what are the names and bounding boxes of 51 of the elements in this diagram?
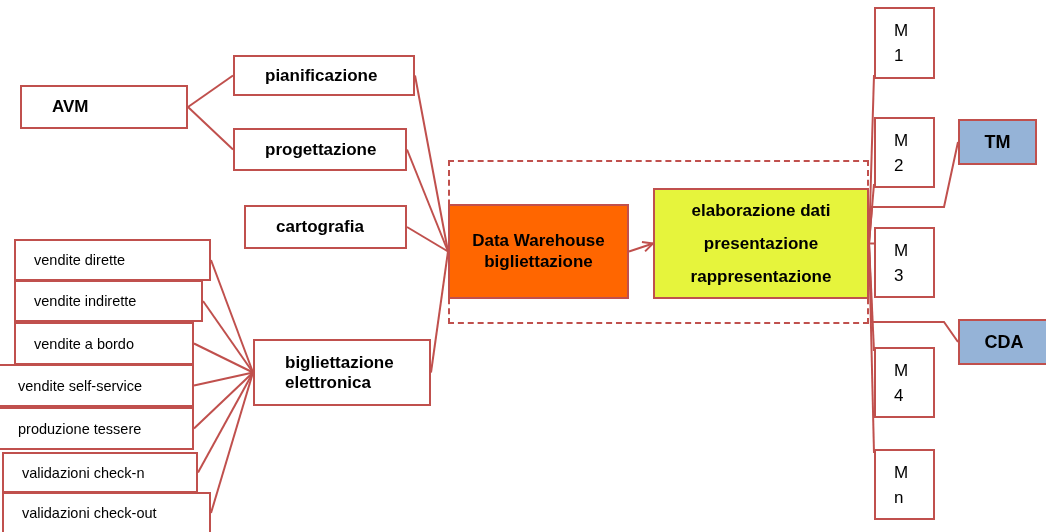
arrow xyxy=(628,240,654,253)
module-box xyxy=(874,117,935,188)
module-box xyxy=(874,7,935,79)
module-box xyxy=(874,449,935,520)
source-box xyxy=(0,364,194,407)
node-label: CDA xyxy=(984,331,1024,353)
node-label: progettazione xyxy=(265,139,377,160)
node-label: vendite self-service xyxy=(18,377,143,394)
node-label: validazioni check-n xyxy=(22,464,145,481)
node-label: vendite a bordo xyxy=(34,335,134,352)
node-label: AVM xyxy=(52,97,89,117)
node-label: pianificazione xyxy=(265,65,378,86)
node-label: TM xyxy=(984,131,1011,153)
process-box xyxy=(233,55,415,96)
node-label: Data Warehouse bigliettazione xyxy=(471,231,606,272)
node-label: produzione tessere xyxy=(18,420,142,437)
connector-line xyxy=(193,342,254,374)
source-box xyxy=(14,322,194,365)
node-label: elaborazione dati presentazione rappresentazione xyxy=(689,199,833,289)
module-box xyxy=(874,347,935,418)
source-box xyxy=(0,407,194,450)
module-box xyxy=(874,227,935,298)
process-box xyxy=(233,128,407,171)
data-warehouse-box xyxy=(448,204,629,299)
source-box xyxy=(14,239,211,281)
connector-line xyxy=(187,106,234,151)
connector-line xyxy=(193,371,254,387)
source-box xyxy=(2,492,211,532)
process-box xyxy=(253,339,431,406)
process-box xyxy=(20,85,188,129)
node-label: M n xyxy=(894,462,908,509)
source-box xyxy=(14,280,203,322)
connector-line xyxy=(406,226,449,253)
source-box xyxy=(2,452,198,493)
node-label: vendite dirette xyxy=(34,252,126,268)
output-box xyxy=(958,319,1046,365)
connector-line xyxy=(193,371,254,430)
node-label: M 3 xyxy=(894,240,908,287)
dashed-group-box xyxy=(448,160,869,324)
node-label: M 1 xyxy=(894,20,908,67)
connector-line xyxy=(202,300,254,374)
connector-line xyxy=(187,74,234,108)
node-label: bigliettazione elettronica xyxy=(285,352,395,393)
node-label: vendite indirette xyxy=(34,293,137,309)
node-label: M 4 xyxy=(894,360,908,407)
node-label: validazioni check-out xyxy=(22,505,157,521)
node-label: cartografia xyxy=(276,217,364,237)
process-box xyxy=(244,205,407,249)
process-box xyxy=(653,188,869,299)
node-label: M 2 xyxy=(894,130,908,177)
output-box xyxy=(958,119,1037,165)
